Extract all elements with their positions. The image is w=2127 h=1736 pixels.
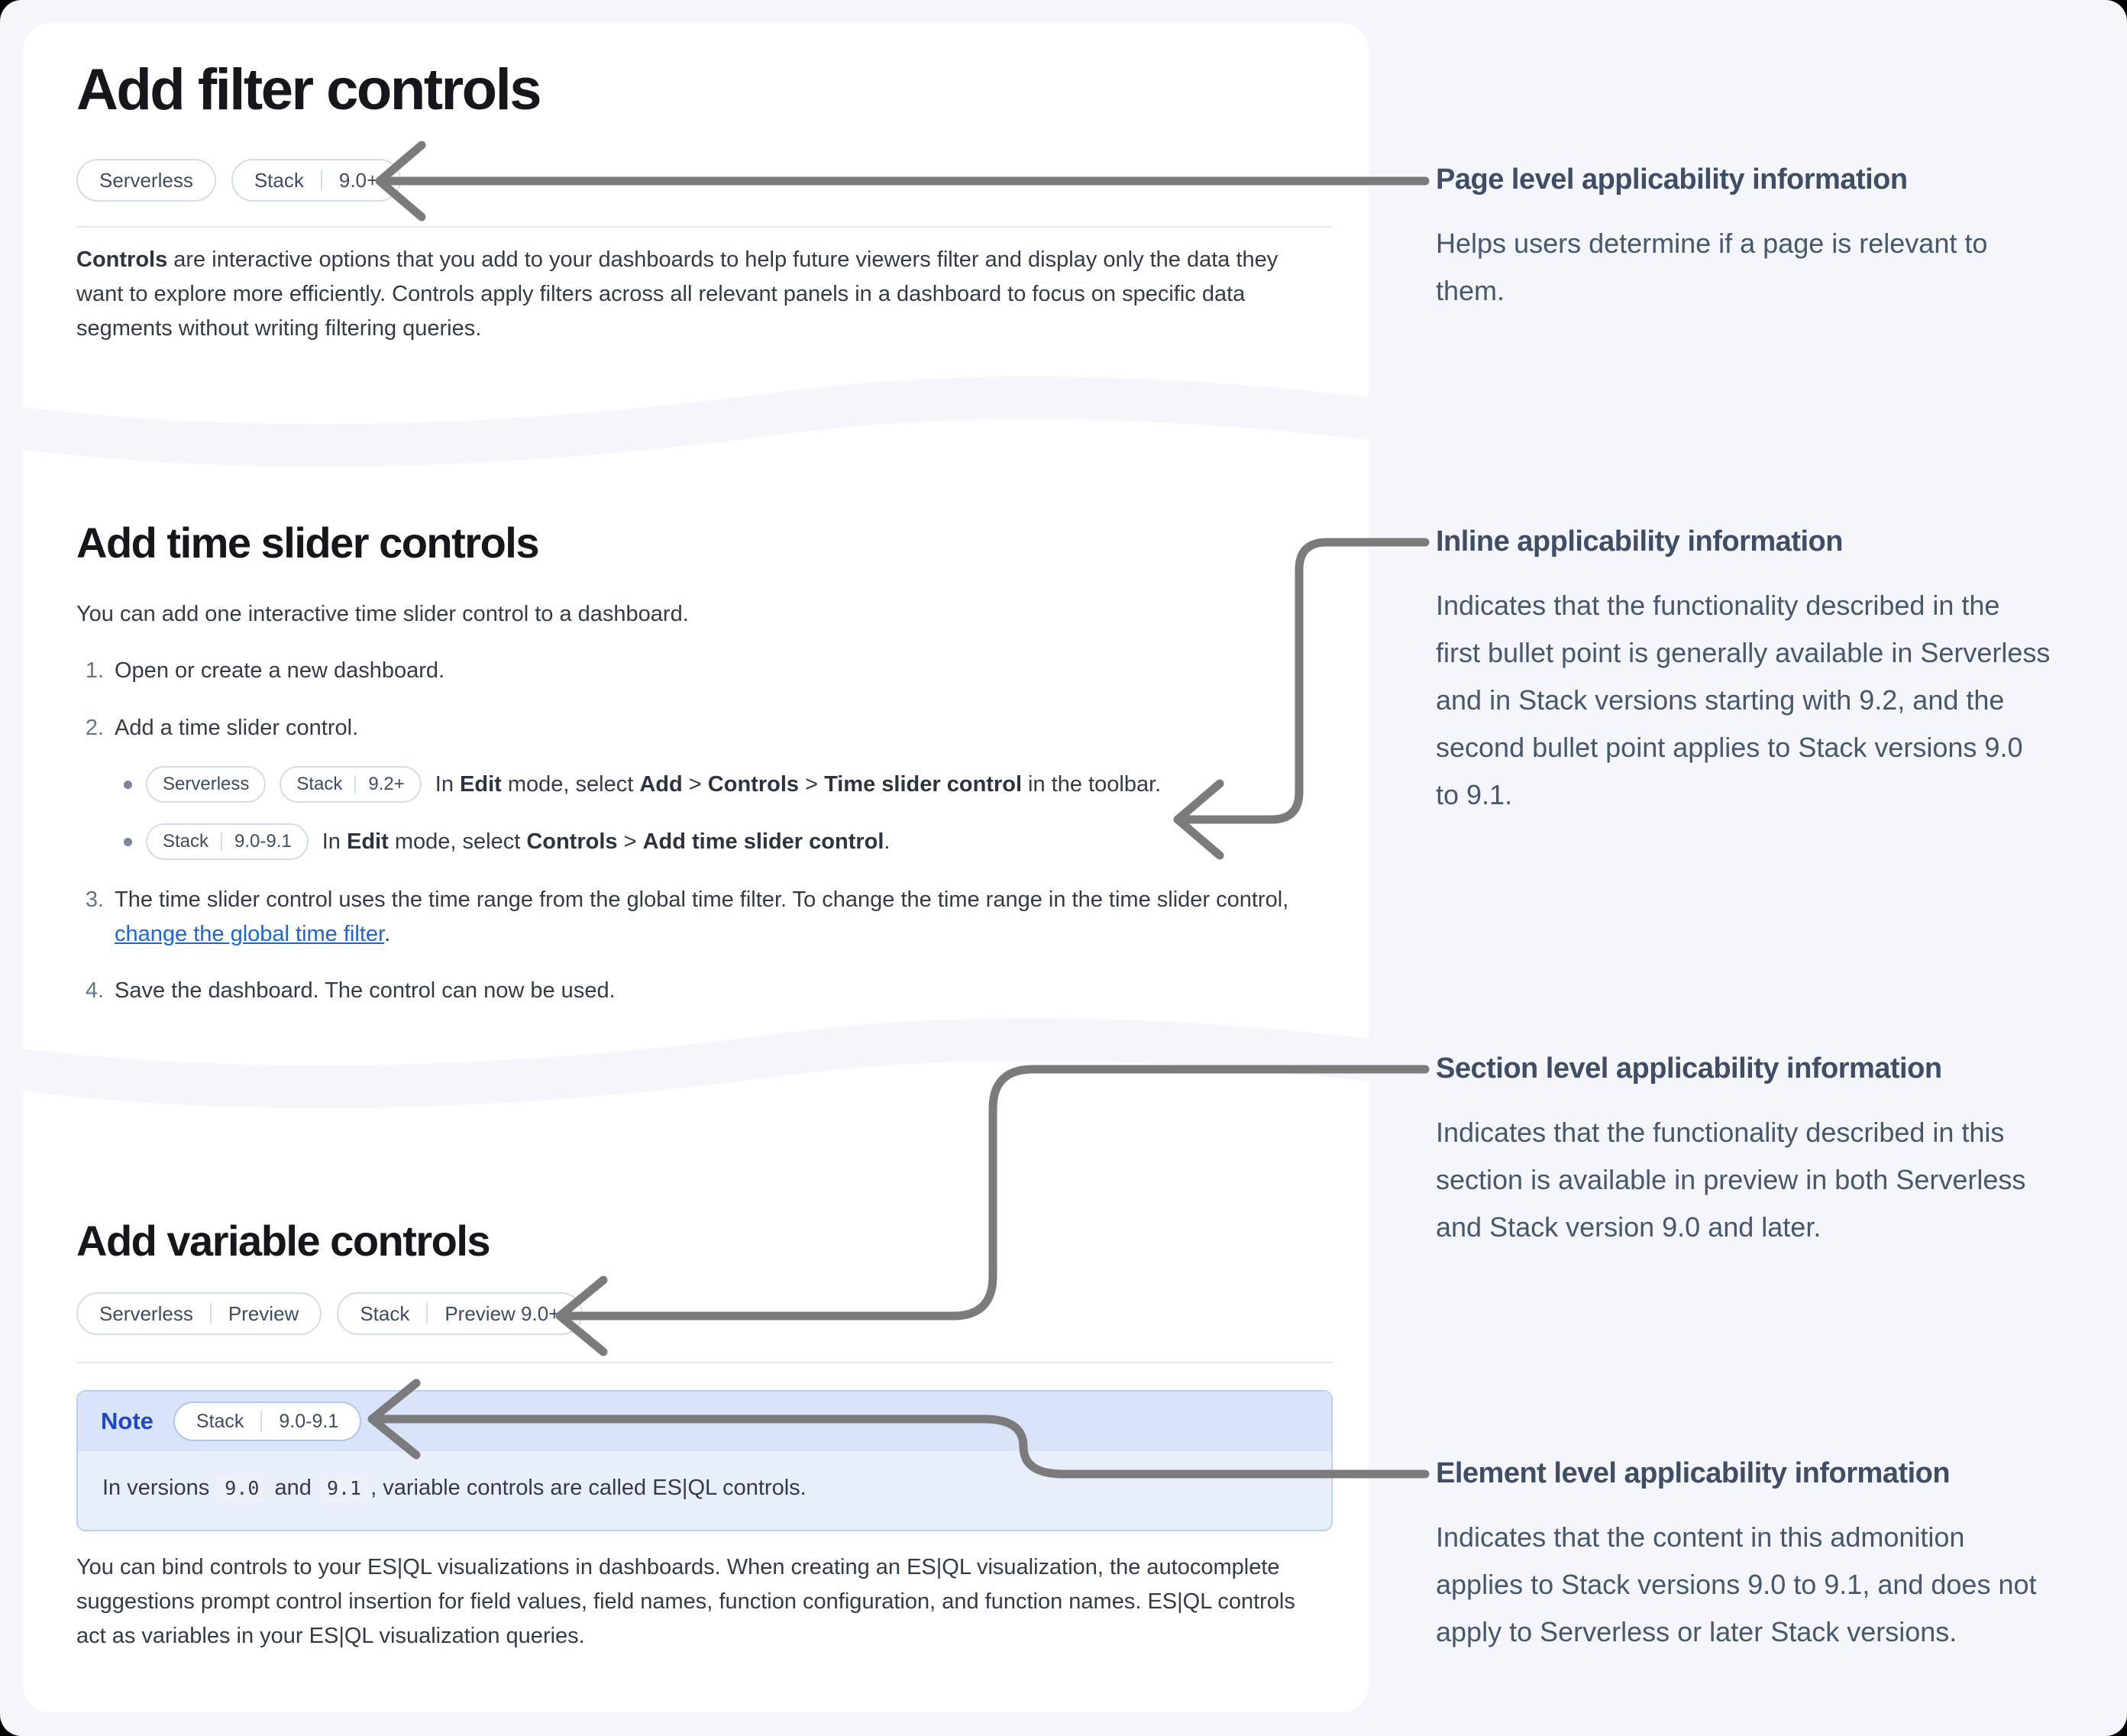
list-item-bullet-serverless: Serverless Stack 9.2+ In Edit mode, sele… (76, 766, 1161, 803)
global-time-filter-link[interactable]: change the global time filter (115, 922, 385, 946)
variable-controls-paragraph: You can bind controls to your ES|QL visu… (76, 1555, 1295, 1648)
badge-divider (320, 170, 322, 191)
page-badges: Serverless Stack 9.0+ (76, 159, 402, 202)
note-body: In versions 9.0 and 9.1, variable contro… (78, 1451, 1331, 1530)
badge-divider (209, 1303, 212, 1324)
bullet-text: In Edit mode, select Controls > Add time… (322, 829, 891, 854)
note-label: Note (101, 1408, 154, 1434)
badge-serverless: Serverless (76, 159, 216, 202)
badge-divider (426, 1303, 428, 1324)
bullet-icon (124, 837, 132, 846)
note-admonition: Note Stack 9.0-9.1 In versions 9.0 and 9… (76, 1390, 1333, 1531)
intro-bold: Controls (76, 247, 168, 272)
badge-divider (221, 832, 223, 851)
note-header: Note Stack 9.0-9.1 (78, 1392, 1331, 1451)
inline-code: 9.1 (317, 1475, 371, 1502)
section-divider (76, 226, 1333, 228)
badge-stack-version: Stack 9.0-9.1 (146, 823, 309, 860)
list-item: 2. Add a time slider control. (85, 716, 359, 740)
list-item-bullet-stack: Stack 9.0-9.1 In Edit mode, select Contr… (76, 823, 890, 860)
badge-product: Stack (254, 168, 304, 192)
section-title-time-slider: Add time slider controls (76, 519, 540, 567)
list-item: 4. Save the dashboard. The control can n… (85, 978, 616, 1003)
badge-stack-version: Stack 9.2+ (280, 766, 422, 803)
step-text: The time slider control uses the time ra… (115, 887, 1289, 946)
annotation-title-page-level: Page level applicability information (1436, 163, 1908, 196)
badge-serverless-preview: Serverless Preview (76, 1292, 322, 1335)
list-item: 3. The time slider control uses the time… (76, 883, 1335, 952)
annotation-body-section-level: Indicates that the functionality describ… (1436, 1117, 2026, 1243)
annotation-body-page-level: Helps users determine if a page is relev… (1436, 228, 1988, 306)
badge-label: Serverless (99, 168, 193, 192)
badge-serverless: Serverless (146, 766, 267, 803)
badge-divider (260, 1411, 263, 1432)
annotation-body-inline: Indicates that the functionality describ… (1436, 590, 2051, 810)
bullet-text: In Edit mode, select Add > Controls > Ti… (435, 771, 1162, 797)
time-slider-intro: You can add one interactive time slider … (76, 602, 689, 626)
annotation-title-inline: Inline applicability information (1436, 525, 1843, 558)
badge-stack-version: Stack 9.0+ (231, 159, 402, 202)
badge-divider (354, 775, 357, 794)
badge-version: 9.0+ (338, 168, 379, 192)
section-divider (76, 1362, 1333, 1363)
section-title-variable-controls: Add variable controls (76, 1217, 491, 1265)
annotation-title-section-level: Section level applicability information (1436, 1052, 1942, 1085)
annotation-title-element-level: Element level applicability information (1436, 1457, 1951, 1489)
annotation-body-element-level: Indicates that the content in this admon… (1436, 1521, 2037, 1647)
section-badges: Serverless Preview Stack Preview 9.0+ (76, 1292, 583, 1335)
badge-stack-preview-version: Stack Preview 9.0+ (337, 1292, 583, 1335)
bullet-icon (124, 780, 132, 789)
inline-code: 9.0 (215, 1475, 269, 1502)
badge-stack-version: Stack 9.0-9.1 (173, 1401, 362, 1441)
list-item: 1. Open or create a new dashboard. (85, 658, 445, 683)
intro-paragraph: Controls are interactive options that yo… (76, 247, 1278, 341)
page-title: Add filter controls (76, 57, 541, 122)
